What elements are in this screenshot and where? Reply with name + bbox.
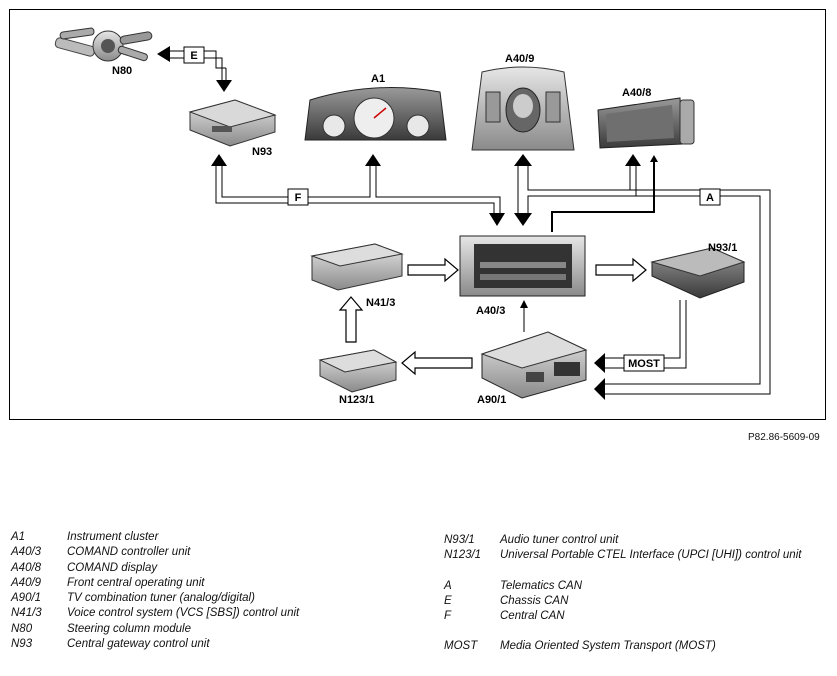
label-n123-1: N123/1 <box>339 394 374 406</box>
svg-text:E: E <box>190 50 197 62</box>
upci-unit <box>318 349 398 393</box>
legend-desc: Central gateway control unit <box>67 638 210 651</box>
arrow-heads <box>157 46 658 400</box>
instrument-cluster <box>304 87 447 141</box>
legend-row: F Central CAN <box>444 609 814 624</box>
legend-desc: Central CAN <box>500 610 565 623</box>
legend-code: N93 <box>11 638 33 651</box>
svg-text:F: F <box>295 192 302 204</box>
block-arrows <box>338 257 647 376</box>
legend-row: N80 Steering column module <box>11 622 411 637</box>
svg-text:A: A <box>706 192 714 204</box>
label-n41-3: N41/3 <box>366 297 395 309</box>
legend-row: A40/9 Front central operating unit <box>11 576 411 591</box>
legend-desc: Steering column module <box>67 622 192 635</box>
network-diagram: E F A MOST N80 A1 A40/9 A40/8 N93 A40/3 … <box>54 27 771 406</box>
legend-code: N41/3 <box>11 607 42 620</box>
legend-row: N41/3 Voice control system (VCS [SBS]) co… <box>11 606 411 621</box>
legend-row: N93/1 Audio tuner control unit <box>444 533 814 548</box>
label-n93-1: N93/1 <box>708 242 737 254</box>
legend-desc: Telematics CAN <box>500 579 583 592</box>
legend-code: MOST <box>444 640 478 653</box>
steering-column-module <box>54 27 153 62</box>
legend-left: A1 Instrument cluster A40/3 COMAND control… <box>11 530 411 652</box>
legend-code: A90/1 <box>11 592 42 605</box>
legend-code: A <box>444 579 452 592</box>
label-n80: N80 <box>112 65 132 77</box>
svg-text:MOST: MOST <box>628 358 660 370</box>
bus-tag-e: E <box>183 46 205 64</box>
legend-row: A90/1 TV combination tuner (analog/digita… <box>11 591 411 606</box>
legend-desc: Universal Portable CTEL Interface (UPCI … <box>500 549 802 562</box>
legend-row: A40/3 COMAND controller unit <box>11 545 411 560</box>
legend-code: A40/9 <box>11 576 42 589</box>
legend-desc: Media Oriented System Transport (MOST) <box>500 640 716 653</box>
diagram-frame <box>9 9 826 420</box>
bus-tag-most: MOST <box>623 354 665 372</box>
label-a40-8: A40/8 <box>622 87 651 99</box>
legend-row: A1 Instrument cluster <box>11 530 411 545</box>
comand-controller-unit <box>459 235 586 297</box>
legend-code: N93/1 <box>444 534 475 546</box>
label-a90-1: A90/1 <box>477 394 506 406</box>
figure-reference: P82.86-5609-09 <box>748 432 820 443</box>
legend-code: A40/3 <box>11 546 42 559</box>
label-a40-9: A40/9 <box>505 53 534 65</box>
comand-display <box>597 97 695 149</box>
legend-desc: Front central operating unit <box>67 576 205 589</box>
label-n93: N93 <box>252 146 272 158</box>
legend-row: E Chassis CAN <box>444 594 814 609</box>
legend-desc: COMAND controller unit <box>67 546 191 559</box>
bus-tag-f: F <box>287 188 309 206</box>
legend-desc: Voice control system (VCS [SBS]) control… <box>67 607 300 620</box>
legend-code: E <box>444 594 452 607</box>
legend-desc: Audio tuner control unit <box>500 534 619 546</box>
legend-code: N80 <box>11 622 33 635</box>
legend-code: F <box>444 610 452 623</box>
legend-desc: Chassis CAN <box>500 594 569 607</box>
legend-row: A Telematics CAN <box>444 579 814 594</box>
legend-code: A1 <box>11 531 26 543</box>
legend-code: N123/1 <box>444 549 482 562</box>
audio-tuner-unit <box>650 247 746 299</box>
legend-desc: COMAND display <box>67 561 158 574</box>
central-gateway-unit <box>188 99 277 147</box>
front-central-operating-unit <box>471 66 575 151</box>
label-a40-3: A40/3 <box>476 305 505 317</box>
legend-desc: Instrument cluster <box>67 531 159 543</box>
legend-row: N123/1 Universal Portable CTEL Interface … <box>444 548 814 563</box>
legend-row: MOST Media Oriented System Transport (MOS… <box>444 639 814 654</box>
legend-right: N93/1 Audio tuner control unit N123/1 Univ… <box>444 533 814 655</box>
tv-tuner-unit <box>480 331 588 399</box>
bus-lines <box>169 50 771 395</box>
label-a1: A1 <box>371 73 385 85</box>
voice-control-unit <box>310 243 404 291</box>
bus-tag-a: A <box>699 188 721 206</box>
legend-row: A40/8 COMAND display <box>11 561 411 576</box>
legend-desc: TV combination tuner (analog/digital) <box>67 592 255 605</box>
legend-row: N93 Central gateway control unit <box>11 637 411 652</box>
legend-code: A40/8 <box>11 561 42 574</box>
